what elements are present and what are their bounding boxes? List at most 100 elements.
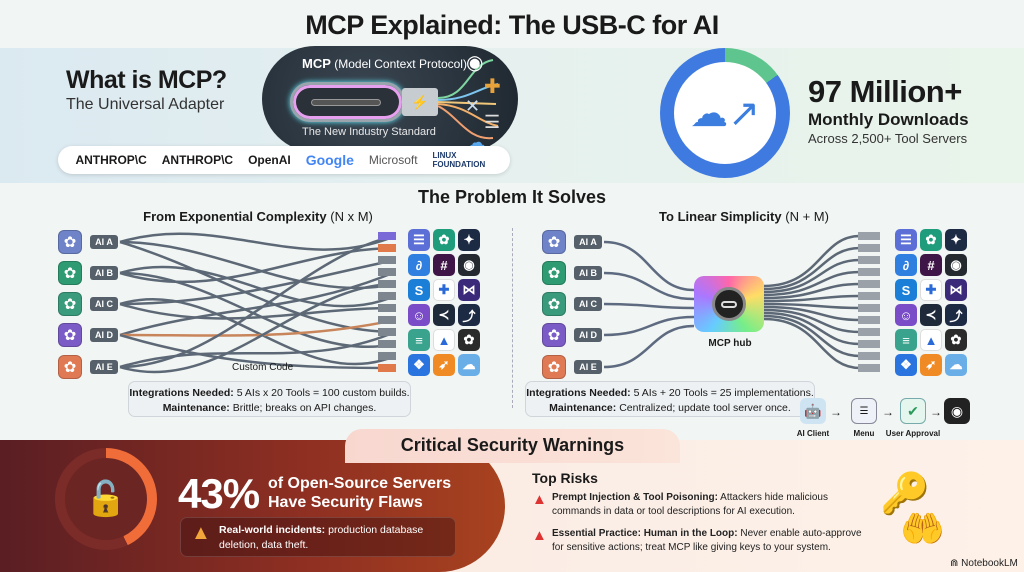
mastodon-icon: ☺ [895,304,917,326]
adapter-label: MCP (Model Context Protocol) [302,56,467,71]
cable-plug [378,232,396,240]
caption-bold: Maintenance: [549,402,617,414]
risk-item: ▲Prempt Injection & Tool Poisoning: Atta… [532,491,862,519]
risk-item: ▲Essential Practice: Human in the Loop: … [532,527,862,555]
tangled-cable [119,258,396,306]
github-icon: ◉ [458,254,480,276]
arrow-icon: → [830,405,842,419]
risk-bold: Essential Practice: Human in the Loop: [552,528,738,539]
left-caption: Integrations Needed: 5 AIs x 20 Tools = … [128,381,411,417]
git-icon: ⤴ [458,304,480,326]
tangled-cable [119,232,396,251]
incident-text: production database deletion, data theft… [219,524,424,551]
github-icon: ◉ [466,52,484,74]
risk-bold: Prempt Injection & Tool Poisoning: [552,492,718,503]
menu-icon: ☰ [851,398,877,424]
cable-plug [858,280,880,288]
slack-light-icon: ✚ [920,279,942,301]
arrow-icon: → [882,405,894,419]
git-icon: ⤴ [945,304,967,326]
flow-label: AI Client [796,429,830,438]
tangled-cable [119,318,396,337]
top-risks-title: Top Risks [532,470,598,486]
flow-label: Menu [853,429,875,438]
ai-client-icon: ✿ [58,230,82,254]
cable-plug [858,364,880,372]
downloads-ring: ☁↗ [660,48,790,178]
cable-plug [378,244,396,252]
anthropic-logo: ANTHROP\C [161,153,234,167]
tangled-cable [119,282,396,374]
cable-plug [378,340,396,348]
icloud-icon: ☁ [458,354,480,376]
mcp-hub-icon [694,276,764,332]
cable-plug [378,292,396,300]
cable-plug [858,316,880,324]
flaws-percent: 43% [178,470,260,517]
ai-client-icon: ✿ [542,292,566,316]
hub-cable [763,234,861,288]
cable-plug [378,328,396,336]
downloads-value: 97 Million+ [808,74,962,109]
right-formula: (N + M) [785,209,829,224]
cable-plug [378,364,396,372]
key-icon: 🔑 [880,472,930,516]
slack-icon: # [433,254,455,276]
risk-text: Never enable auto-approve for sensitive … [552,528,862,553]
azure-icon: ▲ [920,329,942,351]
openai-icon: ✿ [920,229,942,251]
hub-cable [763,317,861,370]
ai-client-label: AI B [90,266,118,280]
hub-cable [603,271,695,301]
incidents-box: ▲Real-world incidents: production databa… [180,517,456,557]
mcp-hub-label: MCP hub [708,338,752,349]
usb-c-port-icon [290,82,405,122]
cable-plug [858,304,880,312]
caption-bold: Integrations Needed: [526,387,631,399]
lightning-icon: ⚡ [402,88,438,116]
ai-client-label: AI B [574,266,602,280]
link-icon: ∂ [895,254,917,276]
cable-plug [858,352,880,360]
dropbox-icon: ❖ [408,354,430,376]
sync-icon: S [895,279,917,301]
warning-icon: ▲ [191,522,211,544]
swift-icon: ➶ [433,354,455,376]
hub-cable [603,302,695,310]
hub-cable [763,305,861,322]
ai-client-label: AI A [90,235,118,249]
cable-plug [858,244,880,252]
ai-client-label: AI D [574,328,602,342]
anthropic-logo: ANTHROP\C [75,153,147,167]
notion-icon: ≡ [895,329,917,351]
azure-icon: ▲ [433,329,455,351]
caption-bold: Maintenance: [162,402,230,414]
flaws-ring: 🔓 [55,448,157,550]
brand-text: NotebookLM [961,558,1018,569]
tangled-cable [119,240,396,334]
right-caption: Integrations Needed: 5 AIs + 20 Tools = … [525,381,815,417]
hub-cable [763,282,861,300]
openai-icon: ✿ [433,229,455,251]
cable-plug [858,328,880,336]
hub-cable [763,294,861,303]
cable-plug [858,232,880,240]
ai-client-icon: ✿ [58,323,82,347]
ai-client-label: AI D [90,328,118,342]
ai-client-icon: ✿ [58,261,82,285]
cable-plug [858,292,880,300]
linux-foundation-logo: LINUX FOUNDATION [432,151,486,169]
hub-cable [763,258,861,294]
security-heading: Critical Security Warnings [345,429,680,463]
microsoft-logo: Microsoft [368,153,418,167]
tangled-cable [119,330,396,369]
hub-cable [603,315,695,337]
partner-logos: ANTHROP\C ANTHROP\C OpenAI Google Micros… [58,146,510,174]
database-icon: ☰ [484,112,501,132]
problem-heading: The Problem It Solves [417,187,607,207]
hub-cable [763,246,861,291]
cable-plug [378,352,396,360]
link-icon: ∂ [408,254,430,276]
broken-lock-icon: 🔓 [65,458,147,540]
